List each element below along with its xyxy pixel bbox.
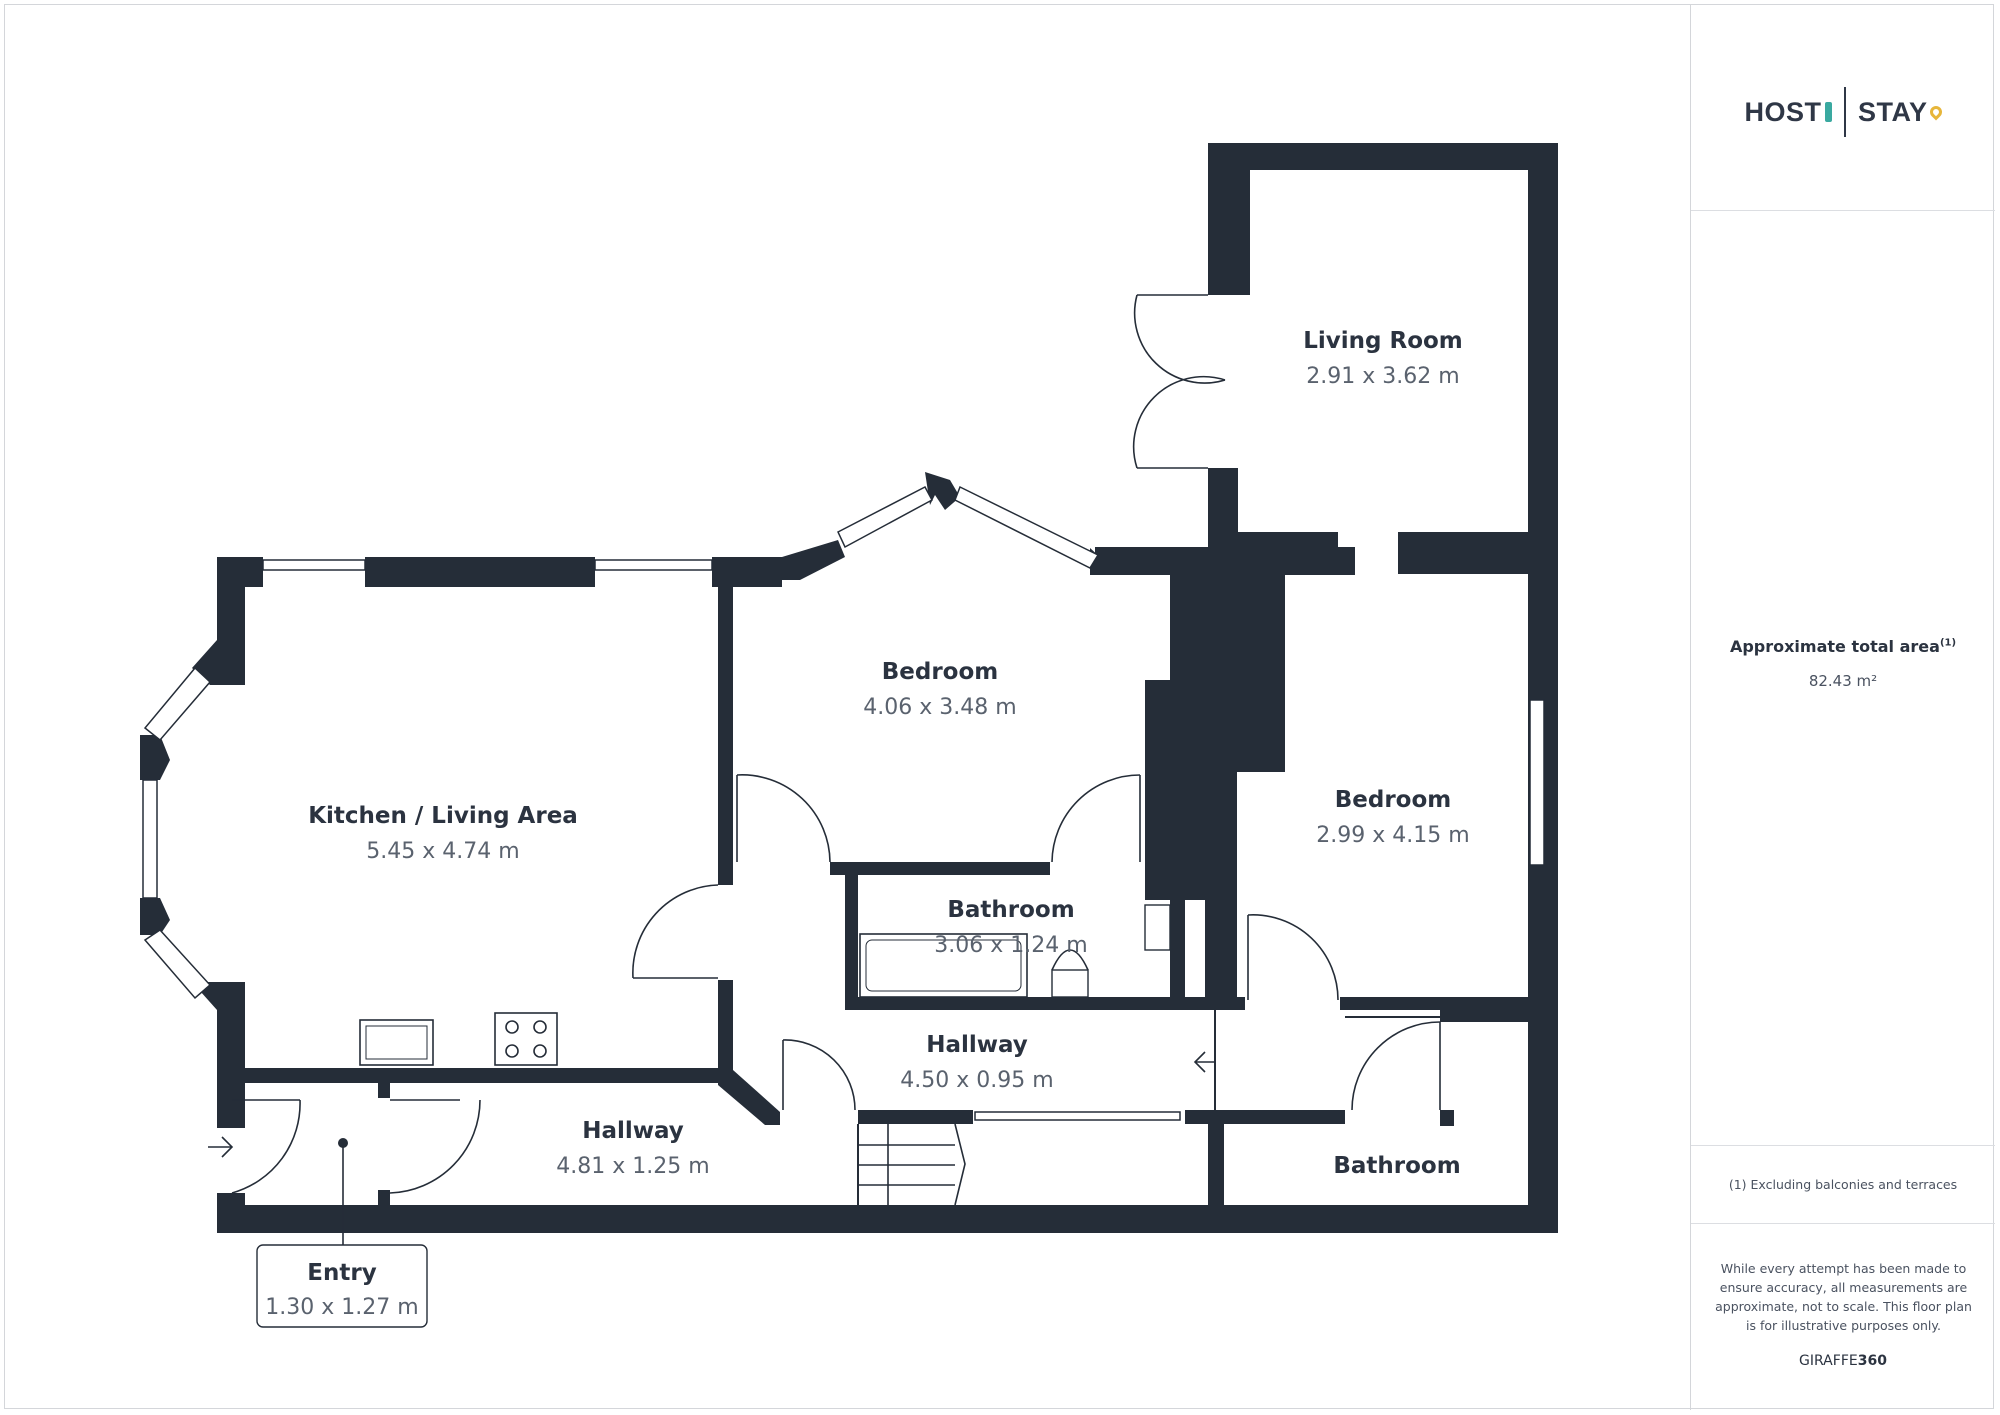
giraffe360-logo: GIRAFFE360 bbox=[1799, 1353, 1887, 1369]
wall-bay-lower bbox=[192, 982, 245, 1098]
wall-entry-right-upper bbox=[378, 1078, 390, 1098]
wall-kitchen-right-lower bbox=[718, 980, 733, 1083]
wall-right-bath-top-b bbox=[1440, 1010, 1528, 1022]
wall-bathroom-top bbox=[830, 862, 1050, 875]
door-right-bathroom bbox=[1351, 1021, 1441, 1111]
room-size-entry: 1.30 x 1.27 m bbox=[265, 1295, 418, 1320]
wall-kitchen-bottom bbox=[245, 1068, 723, 1083]
wall-bathroom-left bbox=[845, 868, 858, 1008]
sidebar-divider-bottom bbox=[1691, 1223, 1995, 1224]
kitchen-sink-icon bbox=[359, 1019, 434, 1066]
room-label-entry: Entry bbox=[307, 1260, 376, 1286]
window-kitchen-top-left bbox=[262, 559, 366, 571]
bathroom-sink-icon bbox=[1144, 904, 1171, 951]
sidebar-divider-top bbox=[1691, 210, 1995, 211]
wall-living-left-lower bbox=[1208, 468, 1238, 548]
area-value: 82.43 m² bbox=[1808, 672, 1878, 690]
wall-right bbox=[1528, 143, 1558, 1233]
stove-icon bbox=[494, 1012, 558, 1066]
disclaimer-text: While every attempt has been made to ens… bbox=[1715, 1261, 1972, 1333]
window-bay-lower bbox=[143, 929, 212, 1000]
door-bedroom-left bbox=[736, 774, 831, 863]
logo-host-text: HOST bbox=[1744, 96, 1822, 127]
room-size-bathroom-center: 3.06 x 1.24 m bbox=[934, 933, 1087, 958]
door-entry bbox=[231, 1099, 481, 1194]
sidebar-divider-mid bbox=[1691, 1145, 1995, 1146]
page-frame bbox=[4, 4, 1994, 1409]
room-label-bathroom-center: Bathroom bbox=[947, 897, 1074, 923]
wall-bathroom-right bbox=[1170, 880, 1185, 1000]
room-size-bedroom-center: 4.06 x 3.48 m bbox=[863, 695, 1016, 720]
logo-divider bbox=[1844, 87, 1846, 137]
arrow-right-icon bbox=[208, 1136, 234, 1158]
wall-entry-left bbox=[217, 1100, 245, 1128]
wall-right-bath-top-a bbox=[1185, 1110, 1345, 1124]
window-hall bbox=[974, 1111, 1181, 1121]
floor-plan: .wall { fill: #252d38; } .win { fill: #f… bbox=[140, 143, 1558, 1328]
logo-stay-text: STAY bbox=[1857, 96, 1928, 127]
wall-bay-upper-corner bbox=[140, 735, 170, 780]
area-title: Approximate total area(1) bbox=[1729, 637, 1957, 656]
room-label-bedroom-center: Bedroom bbox=[882, 659, 999, 685]
wall-entry-left-lower bbox=[217, 1193, 245, 1233]
window-bedroom-bay-left bbox=[837, 485, 934, 549]
total-area-block: Approximate total area(1) 82.43 m² bbox=[1691, 637, 1995, 690]
location-pin-icon bbox=[1927, 103, 1945, 121]
wall-bedroom-right-bottom-b bbox=[1340, 997, 1528, 1010]
room-size-hallway-center: 4.50 x 0.95 m bbox=[900, 1068, 1053, 1093]
wall-living-left-upper bbox=[1208, 143, 1250, 295]
window-kitchen-top-right bbox=[594, 559, 713, 571]
wall-hall-corner bbox=[718, 1070, 780, 1125]
wall-living-top bbox=[1208, 143, 1558, 170]
window-bay-upper bbox=[143, 666, 212, 742]
wall-right-bath-door-jamb bbox=[1440, 1110, 1454, 1126]
room-label-hallway-lower: Hallway bbox=[582, 1118, 684, 1144]
wall-kitchen-top-b bbox=[365, 557, 595, 587]
wall-bedroom-right-top-b bbox=[1398, 532, 1528, 574]
stairs-icon bbox=[858, 1123, 966, 1206]
wall-bathroom-bottom bbox=[845, 997, 1215, 1010]
toilet-icon bbox=[1051, 949, 1089, 998]
window-bedroom-bay-right bbox=[954, 485, 1100, 569]
door-hall-lower bbox=[782, 1039, 856, 1111]
arrow-left-icon bbox=[1193, 1051, 1215, 1073]
wall-kitchen-left-lower bbox=[217, 1070, 245, 1100]
door-bedroom-right bbox=[1051, 774, 1141, 863]
sidebar: HOST STAY Approximate total area(1) 82.4… bbox=[1690, 5, 1995, 1410]
door-kitchen bbox=[632, 884, 719, 979]
wall-bedroom-right-bottom-a bbox=[1215, 997, 1245, 1010]
wall-entry-right-lower bbox=[378, 1190, 390, 1210]
wall-kitchen-right bbox=[718, 557, 733, 885]
bathtub-icon bbox=[859, 933, 1028, 998]
wall-bedroom-bay-peak bbox=[925, 472, 960, 510]
room-size-bedroom-right: 2.99 x 4.15 m bbox=[1316, 823, 1469, 848]
wall-living-bottom-left bbox=[1238, 532, 1338, 574]
hoststay-logo: HOST STAY bbox=[1691, 87, 1995, 137]
room-label-living-room: Living Room bbox=[1303, 328, 1463, 354]
room-label-hallway-center: Hallway bbox=[926, 1032, 1028, 1058]
chimney-block bbox=[1145, 547, 1335, 1000]
door-living-room bbox=[1132, 294, 1226, 469]
entry-label-box bbox=[256, 1244, 428, 1328]
room-size-kitchen: 5.45 x 4.74 m bbox=[366, 839, 519, 864]
wall-hall-stair-top bbox=[858, 1110, 973, 1124]
window-bedroom-right bbox=[1529, 699, 1545, 866]
logo-teal-mark-icon bbox=[1825, 102, 1833, 122]
wall-bay-lower-corner bbox=[140, 898, 170, 935]
wall-bay-upper bbox=[192, 557, 245, 685]
room-size-hallway-lower: 4.81 x 1.25 m bbox=[556, 1154, 709, 1179]
room-label-bathroom-right: Bathroom bbox=[1333, 1153, 1460, 1179]
area-footnote: (1) Excluding balconies and terraces bbox=[1728, 1177, 1958, 1192]
door-bedroom-right-room bbox=[1247, 914, 1339, 1001]
room-label-bedroom-right: Bedroom bbox=[1335, 787, 1452, 813]
room-size-living-room: 2.91 x 3.62 m bbox=[1306, 364, 1459, 389]
room-label-kitchen: Kitchen / Living Area bbox=[308, 803, 578, 829]
wall-right-bath-left bbox=[1208, 1115, 1224, 1205]
wall-bedroom-bay-left bbox=[782, 540, 845, 580]
wall-bottom bbox=[217, 1205, 1557, 1233]
window-bay-left bbox=[142, 779, 158, 899]
